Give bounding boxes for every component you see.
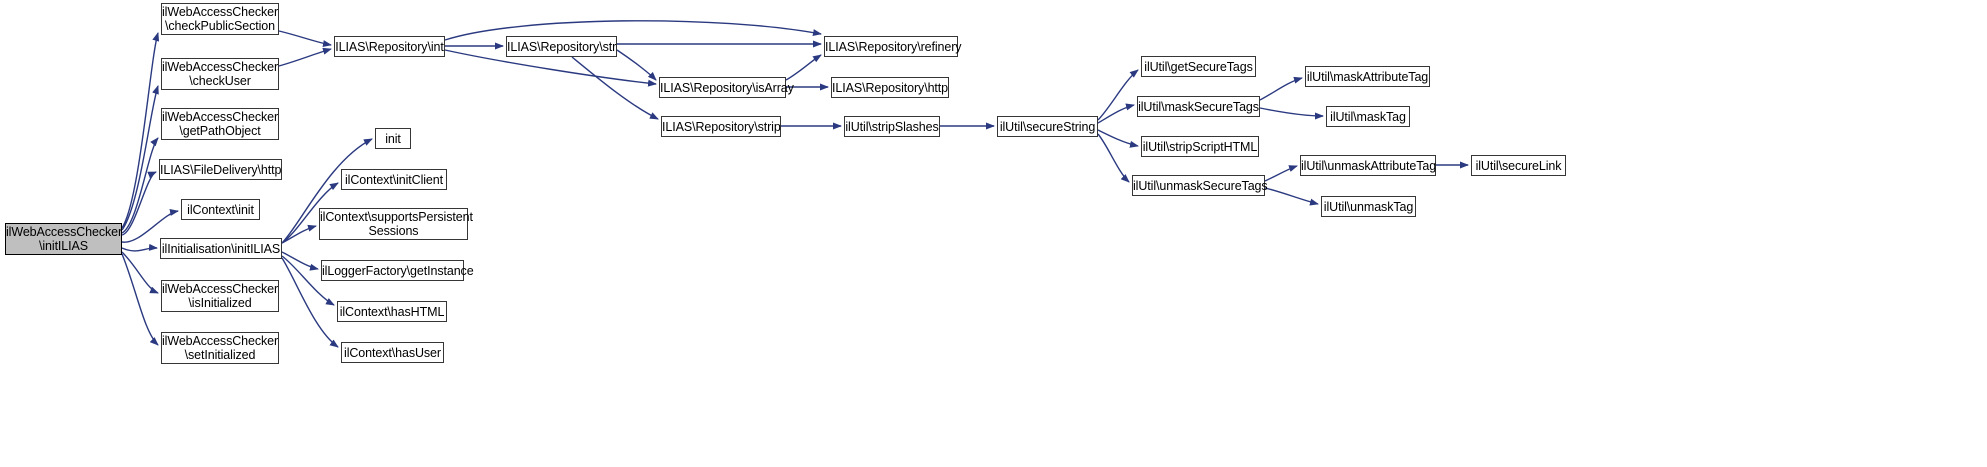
graph-node-label: init (385, 131, 401, 146)
graph-node-label: ilUtil\secureLink (1475, 158, 1562, 173)
graph-node[interactable]: ilUtil\unmaskSecureTags (1132, 175, 1268, 196)
graph-node[interactable]: ilUtil\stripScriptHTML (1141, 136, 1259, 157)
graph-edge (1097, 103, 1135, 124)
graph-edge (1259, 107, 1324, 120)
graph-node-label: ilContext\supportsPersistent Sessions (320, 210, 473, 238)
graph-node[interactable]: ILIAS\Repository\isArray (659, 77, 794, 98)
graph-node-label: ilInitialisation\initILIAS (161, 241, 281, 256)
graph-node-label: ilWebAccessChecker \initILIAS (6, 225, 123, 253)
graph-edge (1259, 76, 1303, 101)
graph-node[interactable]: ilContext\supportsPersistent Sessions (319, 208, 473, 240)
graph-node-root[interactable]: ilWebAccessChecker \initILIAS (5, 223, 122, 255)
graph-node-label: ilWebAccessChecker \setInitialized (162, 334, 279, 362)
graph-node-label: ILIAS\Repository\isArray (660, 80, 794, 95)
graph-node[interactable]: ilUtil\maskTag (1326, 106, 1410, 127)
graph-node-label: ilContext\hasUser (344, 345, 441, 360)
graph-node-label: ILIAS\Repository\http (832, 80, 949, 95)
graph-node[interactable]: ILIAS\Repository\int (334, 36, 445, 57)
graph-edge (121, 32, 160, 229)
graph-node[interactable]: ilUtil\unmaskTag (1321, 196, 1416, 217)
graph-edge (121, 137, 159, 234)
graph-node[interactable]: ILIAS\Repository\refinery (824, 36, 962, 57)
graph-node-label: ILIAS\FileDelivery\http (160, 162, 282, 177)
graph-node-label: ilUtil\getSecureTags (1144, 59, 1253, 74)
graph-node-label: ilWebAccessChecker \checkPublicSection (162, 5, 279, 33)
graph-node-label: ilLoggerFactory\getInstance (322, 263, 474, 278)
graph-node[interactable]: ilUtil\secureLink (1471, 155, 1566, 176)
graph-node-label: ILIAS\Repository\str (507, 39, 617, 54)
graph-node[interactable]: ilWebAccessChecker \checkPublicSection (161, 3, 279, 35)
graph-node[interactable]: ilUtil\maskAttributeTag (1305, 66, 1430, 87)
graph-node-label: ilUtil\secureString (999, 119, 1096, 134)
graph-node[interactable]: ilWebAccessChecker \getPathObject (161, 108, 279, 140)
graph-node[interactable]: ilUtil\getSecureTags (1141, 56, 1256, 77)
graph-node[interactable]: ILIAS\Repository\http (831, 77, 949, 98)
graph-node-label: ilUtil\stripSlashes (845, 119, 939, 134)
graph-node[interactable]: ilUtil\unmaskAttributeTag (1300, 155, 1436, 176)
graph-edge (121, 85, 159, 231)
graph-edge (444, 20, 822, 41)
graph-node[interactable]: ILIAS\Repository\strip (661, 116, 781, 137)
graph-node-label: ilWebAccessChecker \checkUser (162, 60, 279, 88)
graph-node[interactable]: ilContext\initClient (341, 169, 447, 190)
graph-node-label: ilUtil\maskTag (1330, 109, 1406, 124)
graph-edge (1097, 69, 1139, 121)
graph-edge (121, 243, 158, 252)
graph-node[interactable]: ilWebAccessChecker \setInitialized (161, 332, 279, 364)
graph-node-label: ILIAS\Repository\strip (662, 119, 781, 134)
graph-edge (1097, 133, 1130, 183)
graph-node-label: ILIAS\Repository\refinery (825, 39, 962, 54)
graph-node[interactable]: ilContext\init (181, 199, 260, 220)
graph-node[interactable]: ilContext\hasUser (341, 342, 444, 363)
graph-edge (281, 251, 319, 271)
graph-node-label: ilUtil\maskSecureTags (1138, 99, 1259, 114)
graph-node-label: ilUtil\maskAttributeTag (1306, 69, 1429, 84)
graph-node[interactable]: ilInitialisation\initILIAS (160, 238, 282, 259)
graph-node-label: ilWebAccessChecker \isInitialized (162, 282, 279, 310)
graph-edge (1264, 187, 1319, 206)
graph-node-label: ilContext\init (187, 202, 254, 217)
graph-node[interactable]: ilUtil\stripSlashes (844, 116, 940, 137)
graph-edge (1097, 129, 1139, 148)
graph-node[interactable]: ilUtil\secureString (997, 116, 1098, 137)
graph-edge (121, 253, 159, 346)
graph-node[interactable]: init (375, 128, 411, 149)
graph-edge (121, 171, 157, 236)
graph-node[interactable]: ilWebAccessChecker \checkUser (161, 58, 279, 90)
graph-node-label: ilContext\hasHTML (339, 304, 445, 319)
graph-edge (121, 251, 159, 294)
graph-node-label: ilUtil\unmaskAttributeTag (1301, 158, 1437, 173)
graph-edge (281, 224, 317, 244)
graph-edge (1264, 165, 1298, 182)
graph-node[interactable]: ilLoggerFactory\getInstance (321, 260, 474, 281)
graph-node-label: ilUtil\stripScriptHTML (1142, 139, 1258, 154)
graph-node-label: ilUtil\unmaskSecureTags (1133, 178, 1268, 193)
graph-edge (278, 47, 332, 67)
graph-edge (278, 30, 332, 47)
graph-node[interactable]: ILIAS\Repository\str (506, 36, 617, 57)
graph-node[interactable]: ilWebAccessChecker \isInitialized (161, 280, 279, 312)
graph-node-label: ilContext\initClient (344, 172, 444, 187)
graph-node[interactable]: ilUtil\maskSecureTags (1137, 96, 1260, 117)
graph-edge (571, 56, 659, 120)
graph-edge (785, 54, 822, 81)
graph-node[interactable]: ILIAS\FileDelivery\http (159, 159, 282, 180)
graph-node-label: ILIAS\Repository\int (335, 39, 444, 54)
graph-node-label: ilUtil\unmaskTag (1323, 199, 1414, 214)
graph-node[interactable]: ilContext\hasHTML (337, 301, 447, 322)
graph-edge (616, 49, 657, 81)
graph-node-label: ilWebAccessChecker \getPathObject (162, 110, 279, 138)
